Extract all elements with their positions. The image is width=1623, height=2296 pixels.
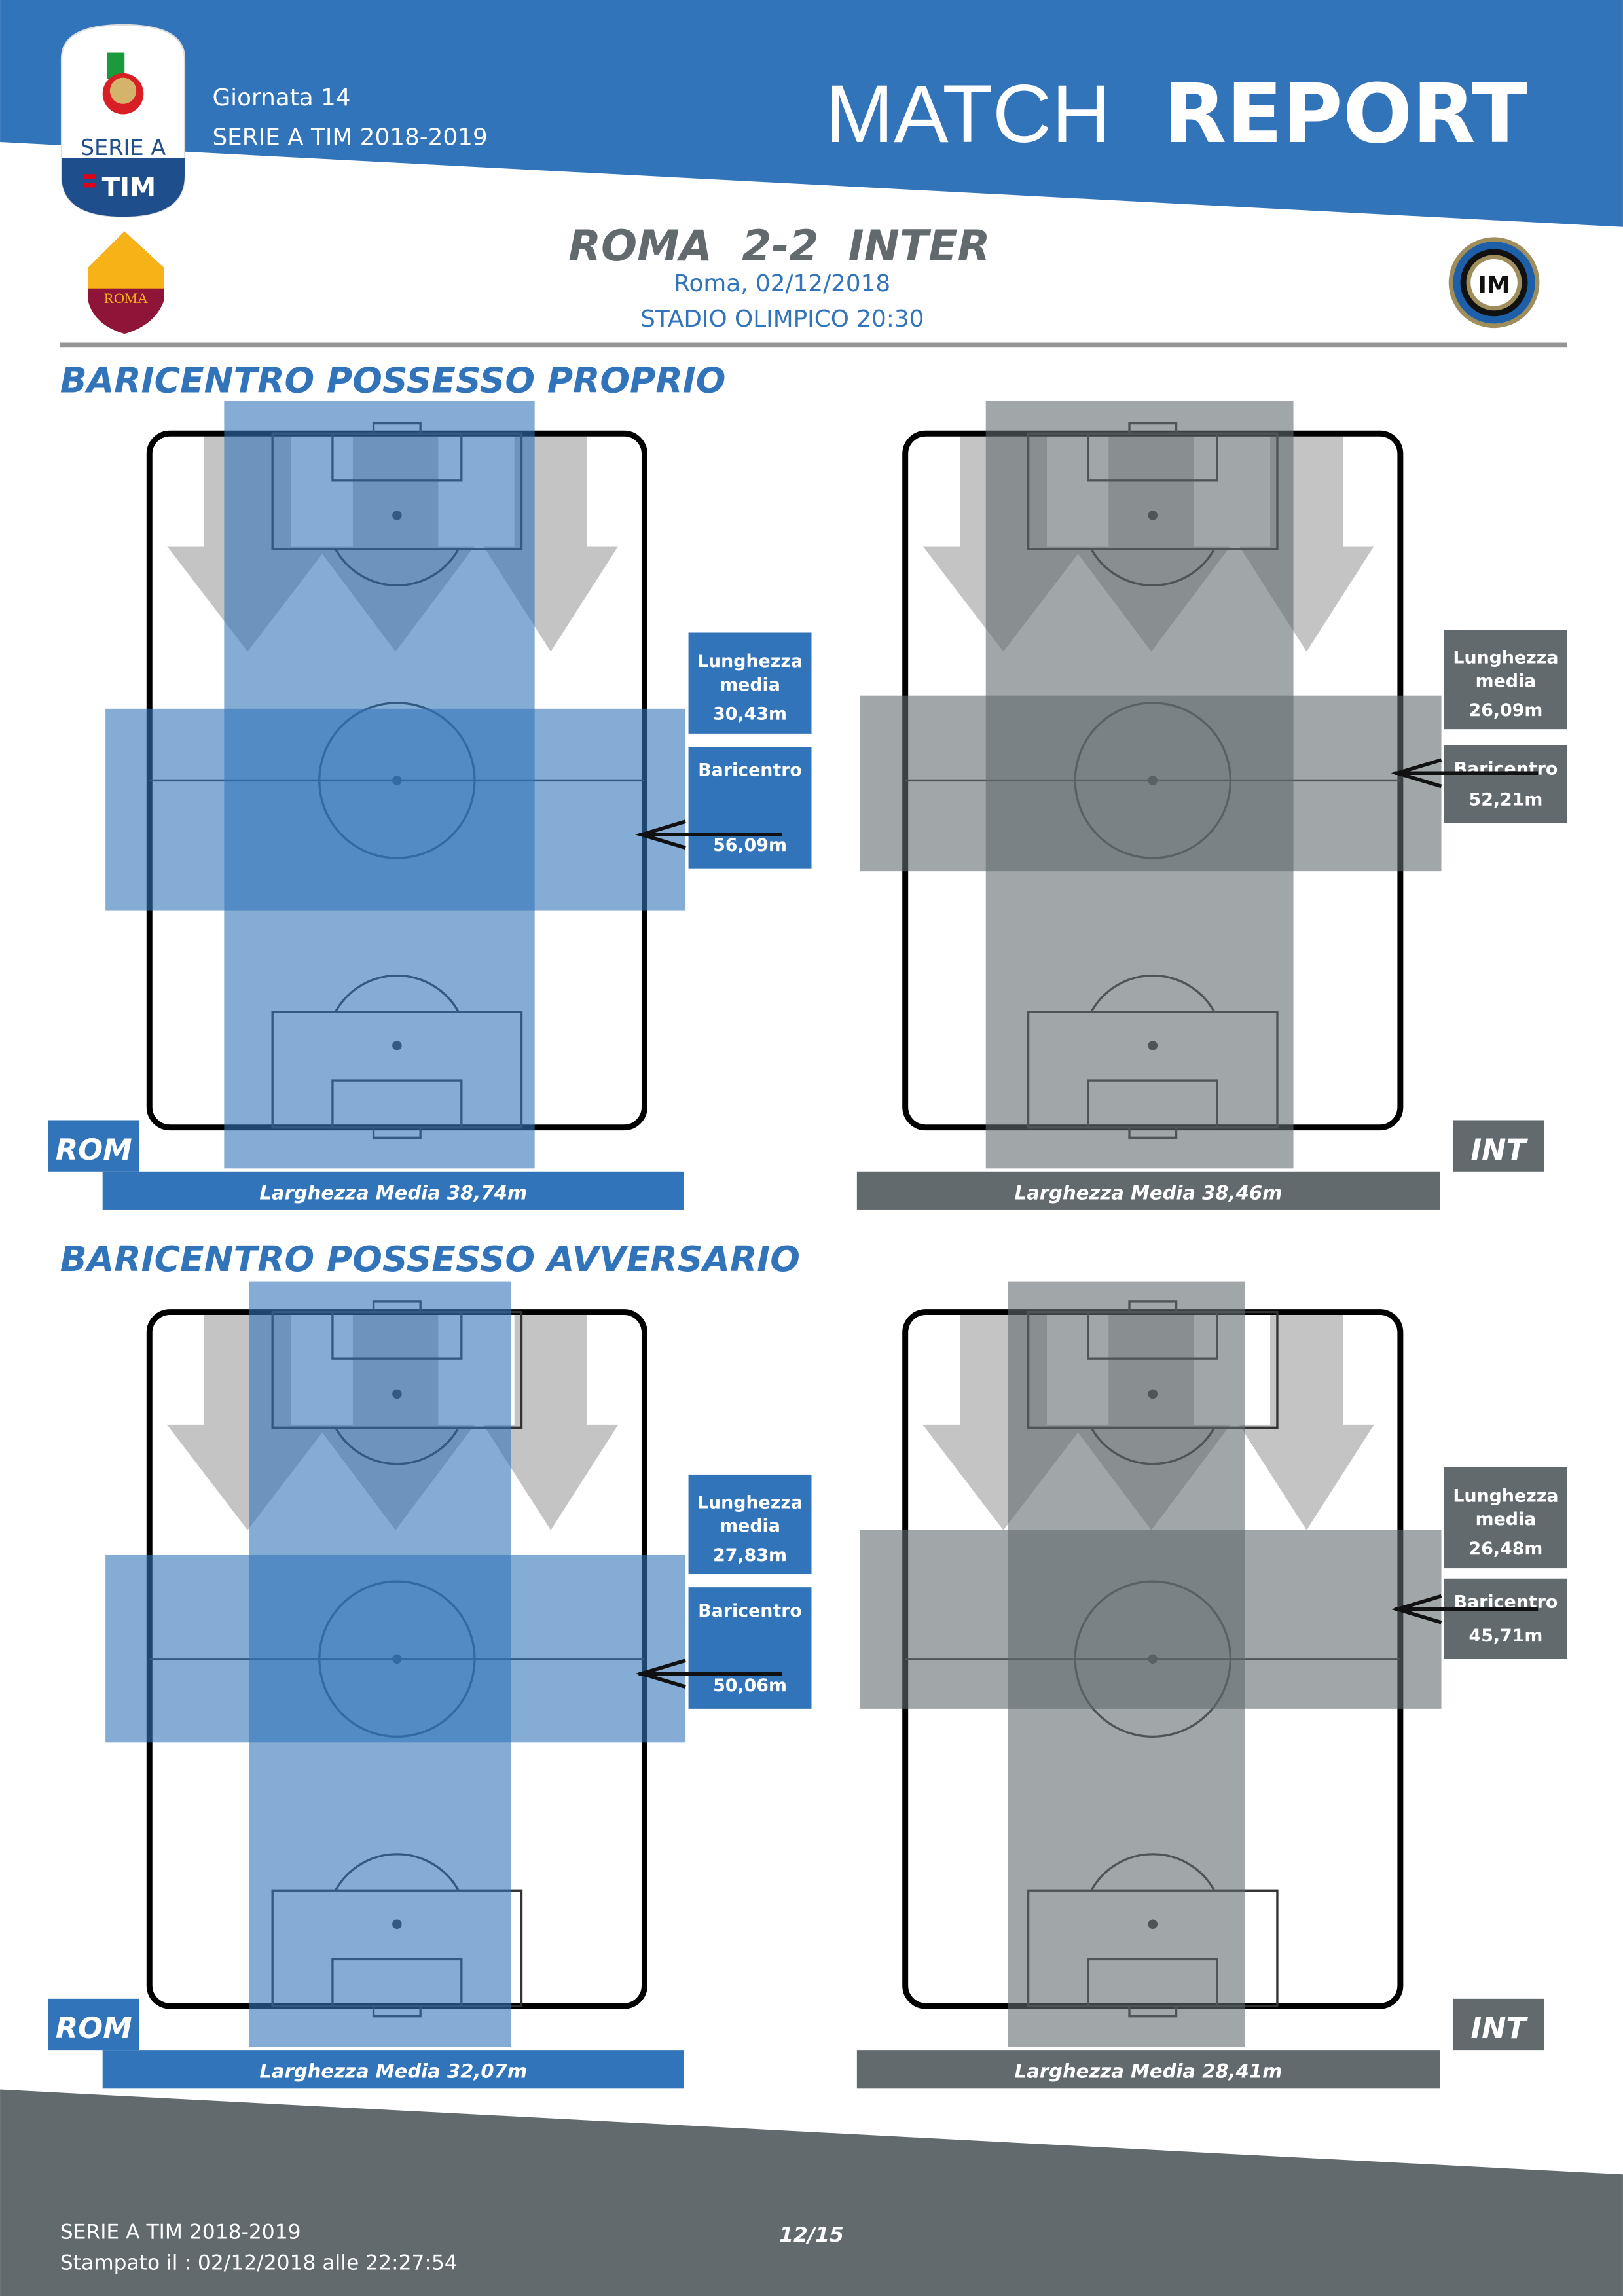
- length-band: [860, 1530, 1442, 1709]
- lunghezza-label: Lunghezza media: [697, 651, 803, 695]
- page-number: 12/15: [779, 2223, 844, 2247]
- lunghezza-label-line1: Lunghezza: [697, 651, 803, 672]
- baricentro-box: [1444, 1578, 1567, 1659]
- larghezza-media: Larghezza Media 38,74m: [259, 1181, 527, 1204]
- lunghezza-label: Lunghezza media: [697, 1492, 803, 1536]
- baricentro-label: Baricentro: [698, 761, 802, 781]
- header-band: [0, 0, 1623, 227]
- lunghezza-label-line2: media: [1476, 1509, 1537, 1530]
- lunghezza-box: [688, 1474, 812, 1575]
- baricentro-box: [1444, 745, 1567, 823]
- lunghezza-label-line2: media: [720, 675, 780, 695]
- arrow-down-icon: [483, 1315, 619, 1530]
- larghezza-bar: [856, 1171, 1440, 1210]
- baricentro-value: 52,21m: [1469, 789, 1543, 810]
- baricentro-box: [688, 746, 812, 869]
- larghezza-media: Larghezza Media 32,07m: [259, 2060, 527, 2083]
- lunghezza-label: Lunghezza media: [1453, 647, 1558, 691]
- footer-band: [0, 2089, 1623, 2296]
- baricentro-value: 50,06m: [713, 1676, 787, 1696]
- team-code: INT: [1470, 2011, 1528, 2045]
- larghezza-media: Larghezza Media 38,46m: [1015, 1181, 1283, 1204]
- match-venue-time: STADIO OLIMPICO 20:30: [640, 306, 924, 332]
- baricentro-arrow-icon: [635, 819, 782, 850]
- match-place-date: Roma, 02/12/2018: [674, 270, 890, 297]
- larghezza-bar: [856, 2050, 1440, 2089]
- lunghezza-label: Lunghezza media: [1453, 1486, 1558, 1530]
- serie-a-logo: SERIE A TIM: [60, 24, 186, 218]
- competition-label: SERIE A TIM 2018-2019: [212, 124, 487, 151]
- length-band: [860, 695, 1442, 872]
- arrow-down-icon: [1239, 1315, 1374, 1530]
- lunghezza-label-line1: Lunghezza: [1453, 1486, 1558, 1506]
- length-band: [105, 1554, 686, 1743]
- round-label: Giornata 14: [212, 84, 350, 111]
- larghezza-bar: [102, 2050, 684, 2089]
- lunghezza-label-line1: Lunghezza: [697, 1492, 803, 1513]
- inter-crest: IM: [1448, 237, 1540, 329]
- baricentro-arrow-icon: [1391, 1594, 1539, 1624]
- lunghezza-value: 30,43m: [713, 704, 787, 725]
- footer-competition: SERIE A TIM 2018-2019: [60, 2221, 301, 2244]
- section-title: BARICENTRO POSSESSO AVVERSARIO: [60, 1238, 800, 1280]
- team-tag: [48, 1120, 139, 1172]
- lunghezza-label-line2: media: [1476, 671, 1537, 691]
- svg-text:ROMA: ROMA: [104, 290, 148, 306]
- footer-printed: Stampato il : 02/12/2018 alle 22:27:54: [60, 2251, 458, 2275]
- report-title: MATCH REPORT: [826, 66, 1528, 162]
- lunghezza-value: 26,09m: [1469, 700, 1543, 721]
- baricentro-box: [688, 1587, 812, 1709]
- lunghezza-label-line1: Lunghezza: [1453, 647, 1558, 668]
- report-title-light: MATCH: [826, 68, 1111, 160]
- team-tag: [48, 1998, 139, 2051]
- team-tag: [1453, 1998, 1544, 2051]
- lunghezza-box: [1444, 1467, 1567, 1569]
- team-code: INT: [1470, 1132, 1528, 1167]
- report-title-bold: REPORT: [1163, 66, 1528, 162]
- header-divider: [60, 342, 1567, 348]
- match-title: ROMA 2-2 INTER: [568, 222, 990, 271]
- roma-crest: ROMA: [88, 231, 164, 334]
- larghezza-media: Larghezza Media 28,41m: [1015, 2060, 1283, 2083]
- baricentro-arrow-icon: [1391, 758, 1539, 789]
- svg-text:TIM: TIM: [102, 173, 156, 203]
- svg-text:SERIE A: SERIE A: [81, 135, 166, 160]
- team-code: ROM: [56, 1132, 132, 1167]
- section-title: BARICENTRO POSSESSO PROPRIO: [60, 360, 726, 401]
- lunghezza-value: 27,83m: [713, 1545, 787, 1566]
- lunghezza-value: 26,48m: [1469, 1539, 1543, 1559]
- larghezza-bar: [102, 1171, 684, 1210]
- baricentro-label: Baricentro: [698, 1601, 802, 1621]
- svg-text:IM: IM: [1478, 272, 1510, 298]
- lunghezza-label-line2: media: [720, 1516, 780, 1536]
- baricentro-value: 45,71m: [1469, 1626, 1543, 1646]
- team-code: ROM: [56, 2011, 132, 2045]
- lunghezza-box: [1444, 630, 1567, 730]
- baricentro-arrow-icon: [635, 1659, 782, 1689]
- length-band: [105, 708, 686, 911]
- team-tag: [1453, 1120, 1544, 1172]
- baricentro-value: 56,09m: [713, 835, 787, 855]
- lunghezza-box: [688, 632, 812, 734]
- baricentro-label: Baricentro: [1454, 759, 1558, 780]
